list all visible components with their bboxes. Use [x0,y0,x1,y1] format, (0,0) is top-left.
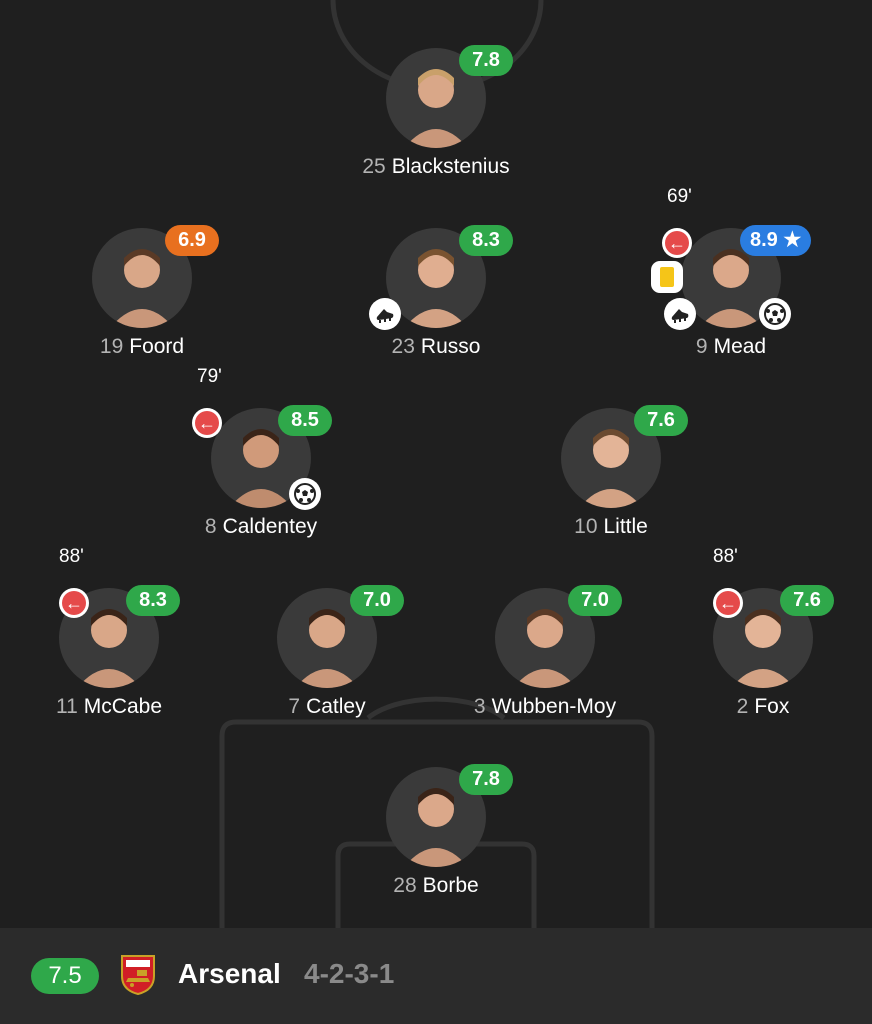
player-name: Borbe [422,874,479,897]
player-rating-badge: 7.0 [350,585,404,616]
player-number: 9 [695,335,708,358]
arsenal-crest-icon [121,955,155,996]
substitution-time: 69' [667,186,692,207]
player-rating-badge: 7.0 [568,585,622,616]
player-rating-badge: 8.5 [278,405,332,436]
player-rating-badge: 8.3 [459,225,513,256]
player-number: 3 [473,695,486,718]
player-name: Mead [713,335,767,358]
formation-label: 4-2-3-1 [304,958,395,989]
player-number: 2 [736,695,749,718]
assist-boot-icon [664,298,696,330]
substituted-off-icon: ← [662,228,692,258]
player-name: Wubben-Moy [491,695,617,718]
player-name: Catley [306,695,366,718]
player-name: Blackstenius [391,155,510,178]
substituted-off-icon: ← [59,588,89,618]
substituted-off-icon: ← [713,588,743,618]
player-number: 19 [99,335,124,358]
player-name: Fox [754,695,790,718]
substitution-time: 79' [197,366,222,387]
substitution-time: 88' [713,546,738,567]
player-number: 25 [362,155,386,178]
player-name: Russo [420,335,481,358]
player-name: Caldentey [222,515,318,538]
player-rating-badge: 8.9 ★ [740,225,812,256]
player-number: 11 [55,695,78,718]
player-number: 7 [288,695,301,718]
player-rating-badge: 7.8 [459,764,513,795]
player-number: 10 [574,515,598,538]
substituted-off-icon: ← [192,408,222,438]
player-rating-badge: 8.3 [126,585,180,616]
player-number: 23 [391,335,415,358]
yellow-card-icon [651,261,683,293]
assist-boot-icon [369,298,401,330]
player-rating-badge: 7.8 [459,45,513,76]
player-rating-badge: 6.9 [165,225,219,256]
player-photo [386,767,486,867]
player-number: 8 [204,515,217,538]
substitution-time: 88' [59,546,84,567]
goal-ball-icon [289,478,321,510]
player-name: McCabe [83,695,162,718]
player-number: 28 [393,874,417,897]
player-name: Little [603,515,648,538]
player-name: Foord [129,335,185,358]
player-rating-badge: 7.6 [780,585,834,616]
team-rating-badge: 7.5 [31,958,99,994]
player-rating-badge: 7.6 [634,405,688,436]
team-footer: 7.5 Arsenal 4-2-3-1 [0,928,872,1024]
goal-ball-icon [759,298,791,330]
team-name: Arsenal [178,958,281,989]
